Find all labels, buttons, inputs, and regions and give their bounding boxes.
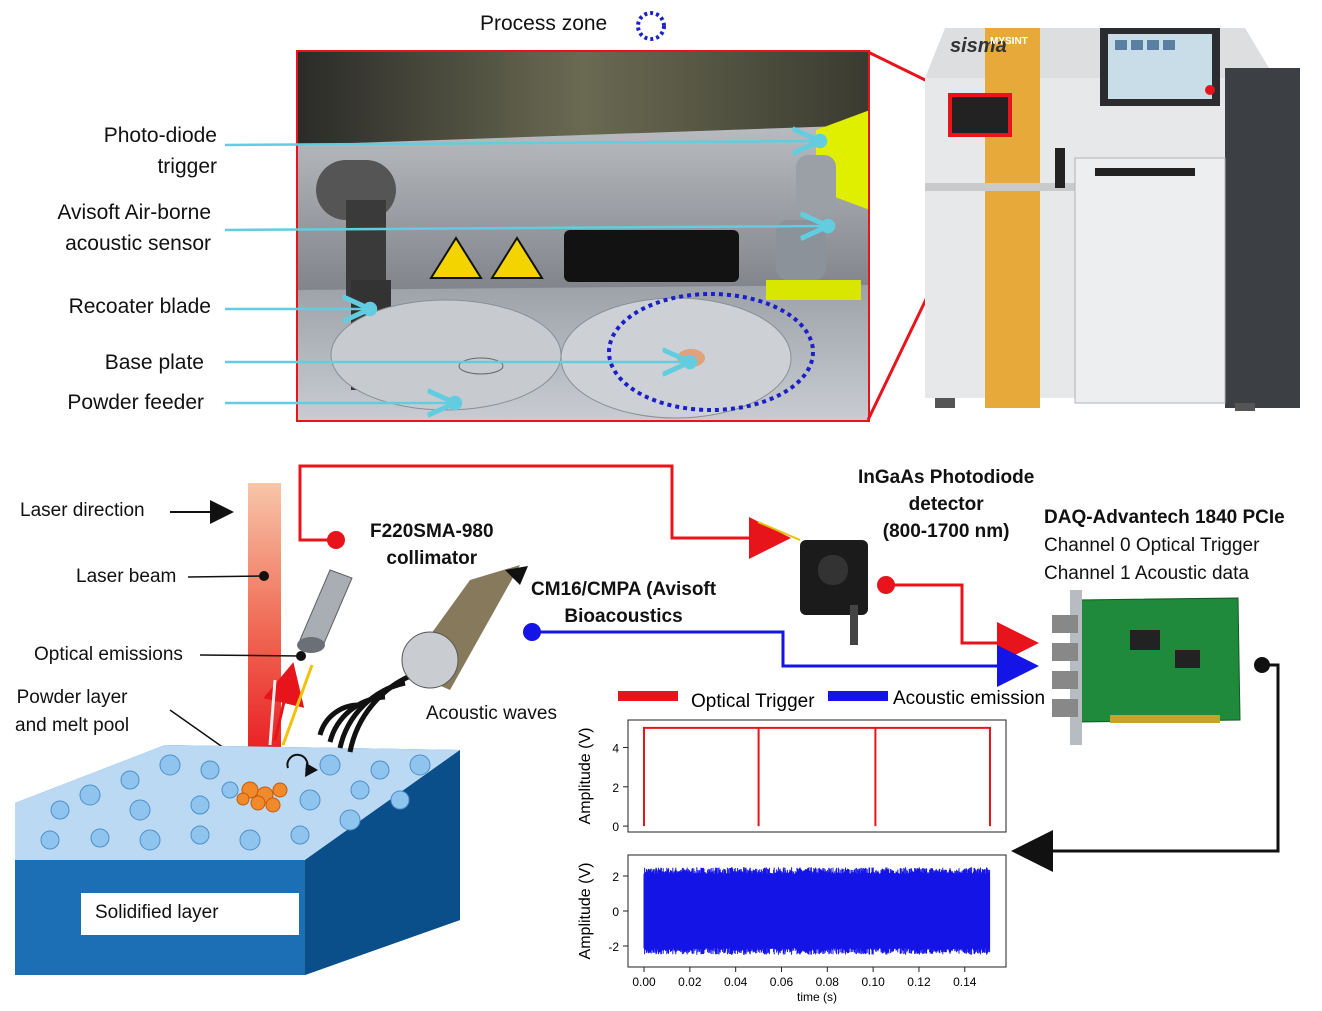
chart1-ytick-label: 4	[612, 742, 619, 756]
photodiode-detector-device	[757, 521, 868, 645]
label-laser-beam: Laser beam	[76, 566, 177, 587]
collimator-node	[327, 531, 345, 549]
build-chamber-photo	[296, 50, 870, 422]
label-acoustic-sensor: CM16/CMPA (Avisoft Bioacoustics	[531, 579, 717, 627]
chart2-ytick-label: 2	[612, 870, 619, 884]
label-powder-feeder: Powder feeder	[67, 391, 204, 414]
chart2-xtick-label: 0.06	[770, 975, 794, 989]
chart1-ytick-label: 2	[612, 781, 619, 795]
daq-channel-1: Channel 1 Acoustic data	[1044, 563, 1249, 584]
process-zone-ellipse	[607, 292, 815, 412]
label-optical-emissions: Optical emissions	[34, 644, 183, 665]
legend-swatch-optical	[618, 691, 678, 701]
trigger-path-to-daq	[886, 583, 1039, 664]
legend-label-acoustic: Acoustic emission	[893, 688, 1045, 709]
acoustic-sensor-device	[401, 565, 528, 690]
process-zone-legend-icon	[636, 11, 666, 41]
label-acoustic-waves: Acoustic waves	[426, 703, 557, 724]
chart2-ytick-label: -2	[608, 940, 619, 954]
acoustic-emission-chart: -2 0 2 Amplitude (V) 0.00 0.02 0.04 0.06 0.08 0.1…	[577, 854, 1007, 1004]
chart2-xtick-label: 0.02	[678, 975, 702, 989]
label-collimator: F220SMA-980 collimator	[370, 521, 494, 569]
chart1-frame	[627, 719, 1007, 833]
label-recoater-blade: Recoater blade	[68, 295, 211, 318]
daq-title: DAQ-Advantech 1840 PCIe	[1044, 507, 1285, 528]
acoustic-path-to-daq	[532, 630, 1039, 687]
chart2-xtick-label: 0.00	[632, 975, 656, 989]
legend-label-optical: Optical Trigger	[691, 691, 815, 712]
label-photodiode-detector: InGaAs Photodiode detector (800-1700 nm)	[858, 467, 1035, 542]
chart2-xtick-label: 0.14	[953, 975, 977, 989]
label-solidified-layer: Solidified layer	[95, 902, 219, 923]
chart2-xtick-label: 0.08	[816, 975, 840, 989]
machine-model: MYSINT	[990, 36, 1028, 47]
chart2-xlabel: time (s)	[797, 990, 837, 1004]
chart2-xtick-label: 0.04	[724, 975, 748, 989]
label-powder-layer: Powder layer and melt pool	[15, 687, 130, 736]
chart1-ylabel: Amplitude (V)	[577, 728, 594, 825]
fiber-path-to-photodiode	[298, 464, 791, 559]
label-photodiode-trigger: Photo-diode trigger	[103, 124, 217, 178]
label-airborne-sensor: Avisoft Air-borne acoustic sensor	[57, 201, 211, 255]
daq-card	[1052, 590, 1241, 745]
acoustic-waves	[317, 671, 416, 753]
label-laser-direction: Laser direction	[20, 500, 145, 521]
sisma-machine-illustration: sisma MYSINT	[925, 28, 1300, 411]
daq-channel-0: Channel 0 Optical Trigger	[1044, 535, 1260, 556]
acoustic-emission-series	[643, 867, 991, 955]
machine-brand: sisma	[950, 35, 1007, 57]
optical-trigger-series	[643, 726, 991, 827]
collimator-device	[297, 569, 353, 653]
chart-legend: Optical Trigger Acoustic emission	[618, 688, 1045, 712]
legend-swatch-acoustic	[828, 691, 888, 701]
chart1-ytick-label: 0	[612, 820, 619, 834]
photodiode-node	[877, 576, 895, 594]
chart2-xtick-label: 0.10	[861, 975, 885, 989]
daq-labels: DAQ-Advantech 1840 PCIe Channel 0 Optica…	[1044, 504, 1285, 588]
acoustic-sensor-node	[523, 623, 541, 641]
solidified-layer-box: Solidified layer	[81, 893, 299, 935]
process-zone-label: Process zone	[480, 12, 608, 35]
chart2-ytick-label: 0	[612, 905, 619, 919]
laser-beam	[248, 483, 281, 773]
chart2-xtick-label: 0.12	[907, 975, 931, 989]
machine-window	[948, 93, 1012, 137]
melt-pool	[236, 781, 288, 813]
optical-trigger-chart: 0 2 4 Amplitude (V)	[577, 719, 1007, 834]
chart2-ylabel: Amplitude (V)	[577, 863, 594, 960]
label-base-plate: Base plate	[104, 351, 204, 374]
